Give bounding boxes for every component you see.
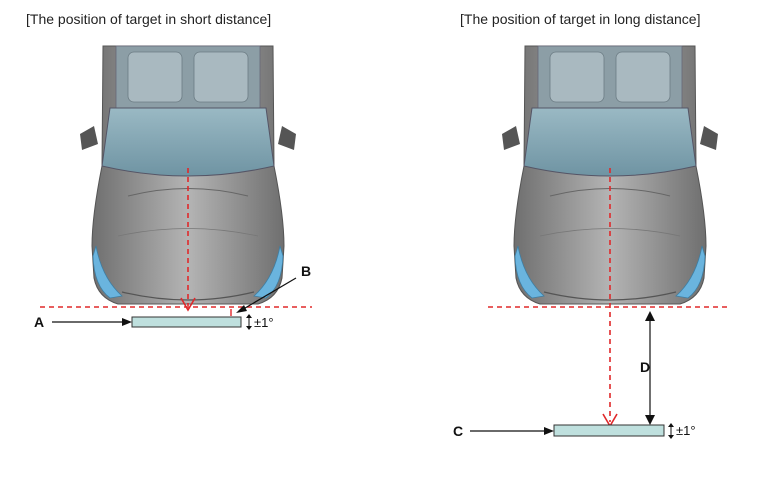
center-arrow-short bbox=[180, 297, 196, 312]
target-plate-long bbox=[553, 424, 665, 437]
pointer-line-b bbox=[239, 277, 297, 312]
target-plate-short bbox=[131, 316, 242, 328]
car-top-view-short bbox=[79, 45, 297, 305]
tolerance-arrowhead-down-long bbox=[668, 435, 674, 439]
tolerance-arrowhead-up-long bbox=[668, 423, 674, 427]
tolerance-short: ±1° bbox=[254, 315, 274, 330]
tolerance-long: ±1° bbox=[676, 423, 696, 438]
pointer-arrowhead-b bbox=[236, 305, 247, 313]
tolerance-arrowhead-down-short bbox=[246, 326, 252, 330]
label-d: D bbox=[640, 359, 651, 375]
title-short-distance: [The position of target in short distanc… bbox=[26, 11, 272, 27]
distance-arrowhead-bottom bbox=[645, 415, 655, 425]
title-long-distance: [The position of target in long distance… bbox=[460, 11, 701, 27]
tolerance-arrowhead-up-short bbox=[246, 314, 252, 318]
label-b: B bbox=[301, 263, 312, 279]
pointer-arrowhead-a bbox=[122, 318, 132, 326]
label-a: A bbox=[34, 314, 45, 330]
pointer-arrowhead-c bbox=[544, 427, 554, 435]
distance-arrowhead-top bbox=[645, 311, 655, 321]
label-c: C bbox=[453, 423, 464, 439]
car-top-view-long bbox=[501, 45, 719, 305]
